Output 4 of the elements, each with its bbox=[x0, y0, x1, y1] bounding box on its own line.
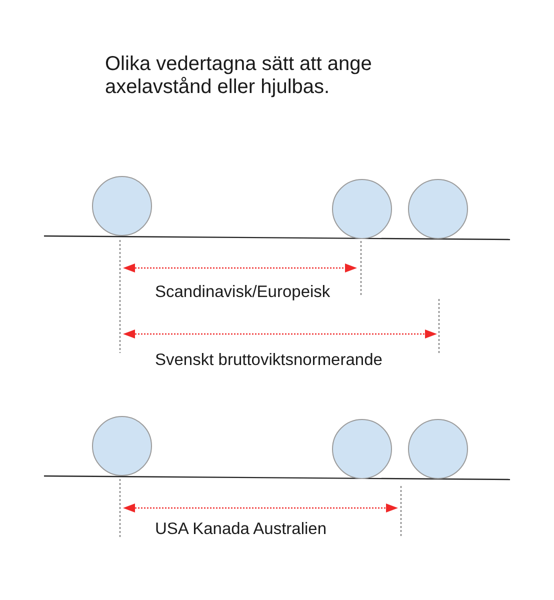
title: Olika vedertagna sätt att ange axelavstånd eller hjulbas. bbox=[105, 53, 373, 99]
dimension-label: Scandinavisk/Europeisk bbox=[155, 283, 330, 302]
dimension-label: USA Kanada Australien bbox=[155, 520, 327, 539]
dimension-label: Svenskt bruttoviktsnormerande bbox=[155, 351, 382, 370]
